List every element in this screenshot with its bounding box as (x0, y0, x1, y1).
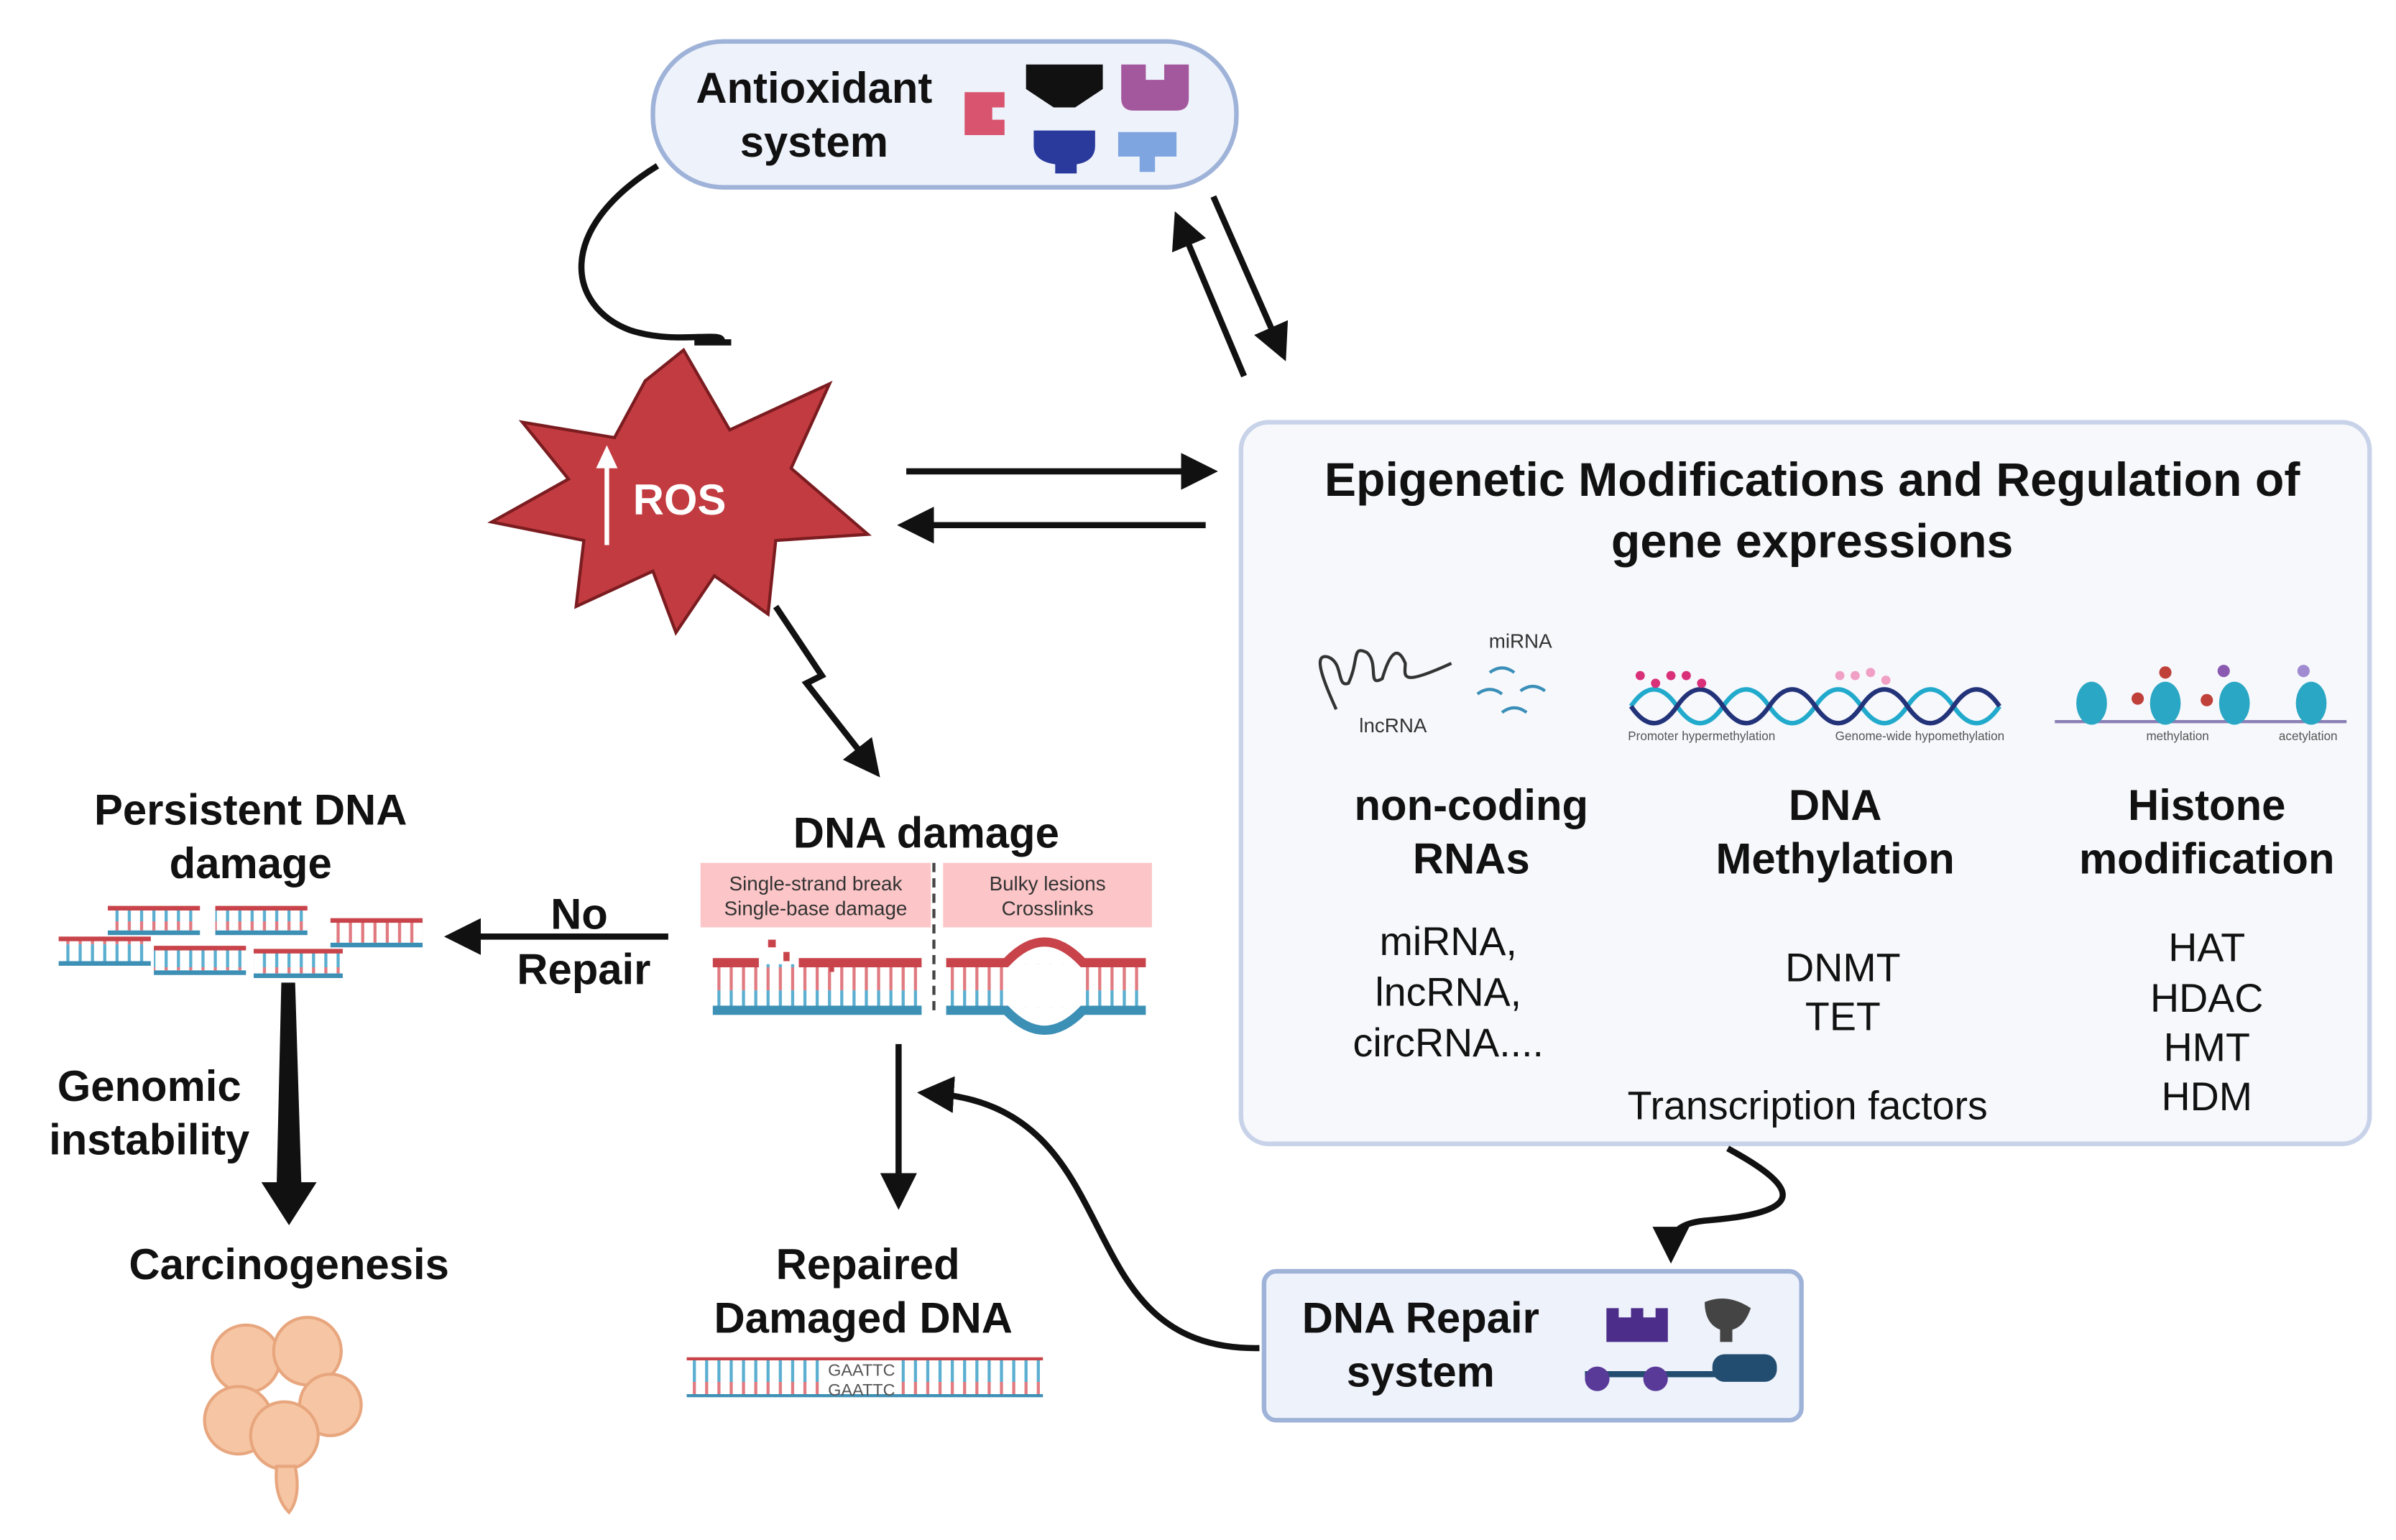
dna-repair-label-line2: system (1347, 1347, 1495, 1396)
column-title: Histone (2128, 781, 2285, 829)
column-title: DNA (1789, 781, 1882, 829)
repaired-seq-bottom: GAATTC (828, 1380, 895, 1399)
ncrna-illustration: lncRNA miRNA (1318, 630, 1552, 737)
antioxidant-label-line2: system (740, 118, 888, 166)
column-item: HAT (2168, 926, 2245, 970)
column-item: lncRNA, (1375, 969, 1521, 1014)
damage-type-label: Single-strand break (729, 872, 903, 895)
column-title: RNAs (1413, 835, 1530, 883)
persistent-label-line1: Persistent DNA (94, 785, 407, 834)
tumor-cells-icon (203, 1316, 363, 1515)
lightning-arrow-icon (773, 604, 880, 778)
histone-illustration: methylation acetylation (2055, 665, 2347, 743)
arrow-epigenetic-to-antioxidant (1171, 211, 1248, 378)
carcinogenesis-label: Carcinogenesis (129, 1240, 448, 1288)
damage-type-label: Single-base damage (724, 897, 908, 919)
transcription-factors-label: Transcription factors (1628, 1084, 1988, 1128)
dna-damage-panel: DNA damage Single-strand break Single-ba… (700, 808, 1152, 1036)
damaged-dna-fragments-icon (58, 905, 423, 979)
column-item: TET (1805, 995, 1881, 1039)
repaired-label-line1: Repaired (776, 1240, 960, 1288)
dna-methylation-illustration: Promoter hypermethylation Genome-wide hy… (1628, 668, 2004, 743)
arrow-antioxidant-to-epigenetic (1210, 195, 1289, 361)
inhibition-line (578, 163, 725, 342)
epigenetic-box: Epigenetic Modifications and Regulation … (1238, 420, 2372, 1146)
dna-damage-title: DNA damage (793, 808, 1059, 857)
damage-type-label: Bulky lesions (990, 872, 1106, 895)
genome-label: Genome-wide hypomethylation (1835, 729, 2004, 743)
antioxidant-system-box: Antioxidant system (650, 39, 1239, 190)
column-dna-methylation: DNA Methylation DNMT TET (1716, 781, 1955, 1039)
column-title: non-coding (1355, 781, 1589, 829)
repaired-seq-top: GAATTC (828, 1360, 895, 1379)
no-repair-label-line2: Repair (517, 946, 650, 994)
arrow-to-carcinogenesis (261, 982, 317, 1225)
dna-repair-label-line1: DNA Repair (1302, 1294, 1539, 1342)
antioxidant-label-line1: Antioxidant (696, 64, 932, 112)
enzyme-icons (964, 64, 1189, 174)
column-item: HDAC (2150, 976, 2263, 1020)
ros-burst: ROS (487, 347, 872, 636)
lncrna-label: lncRNA (1359, 714, 1427, 737)
genomic-label-line1: Genomic (57, 1062, 241, 1110)
persistent-label-line2: damage (170, 839, 332, 887)
column-item: HMT (2164, 1025, 2250, 1069)
column-item: DNMT (1785, 945, 1900, 990)
column-item: circRNA.... (1353, 1020, 1544, 1065)
damage-type-label: Crosslinks (1002, 897, 1094, 919)
no-repair-label-line1: No (550, 890, 608, 939)
repaired-label-line2: Damaged DNA (714, 1294, 1012, 1342)
arrow-repair-to-dna-damage (917, 1076, 1260, 1352)
epigenetic-title-line2: gene expressions (1611, 515, 2013, 568)
arrow-epigenetic-to-repair (1652, 1145, 1786, 1264)
epigenetic-title-line1: Epigenetic Modifications and Regulation … (1324, 453, 2300, 507)
dna-repair-system-box: DNA Repair system (1261, 1268, 1804, 1423)
column-histone-modification: Histone modification HAT HDAC HMT HDM (2079, 781, 2335, 1119)
acetylation-label: acetylation (2279, 729, 2338, 743)
column-item: HDM (2161, 1074, 2252, 1119)
genomic-label-line2: instability (49, 1116, 249, 1164)
repair-enzymes-icon (1585, 1299, 1777, 1391)
column-title: Methylation (1716, 835, 1955, 883)
promoter-label: Promoter hypermethylation (1628, 729, 1775, 743)
methylation-label: methylation (2146, 729, 2208, 743)
mirna-label: miRNA (1489, 630, 1552, 653)
column-item: miRNA, (1380, 919, 1517, 964)
column-noncoding-rnas: non-coding RNAs miRNA, lncRNA, circRNA..… (1353, 781, 1589, 1065)
repaired-dna-icon: GAATTC GAATTC (686, 1357, 1043, 1399)
column-title: modification (2079, 835, 2335, 883)
ros-label: ROS (633, 476, 727, 524)
